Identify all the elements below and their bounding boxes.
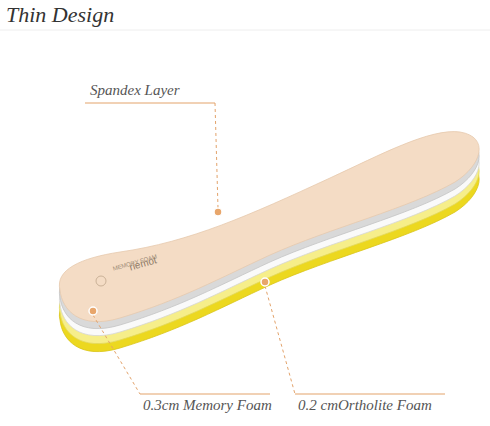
- logo-mark: [96, 276, 106, 286]
- part-label: 0.3cm Memory Foam: [143, 397, 272, 414]
- page-title: Thin Design: [6, 2, 114, 28]
- leader-lines: [85, 103, 445, 394]
- title-rule: [0, 30, 490, 31]
- part-label: Spandex Layer: [90, 82, 180, 99]
- callout-dots: [89, 208, 269, 315]
- spandex-surface: [59, 132, 479, 322]
- part-label: 0.2 cmOrtholite Foam: [298, 397, 432, 414]
